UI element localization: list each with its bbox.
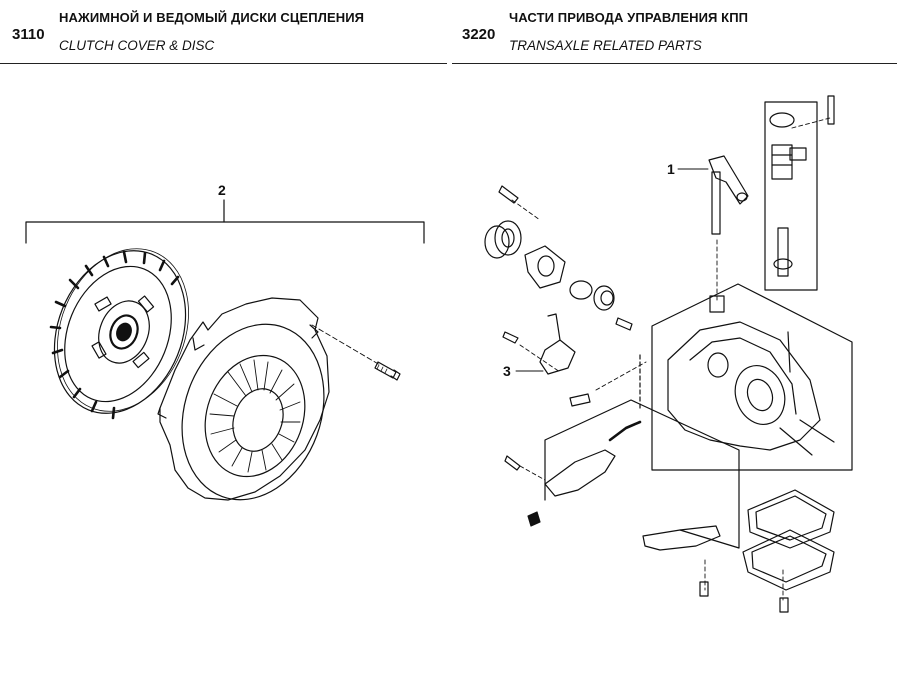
shield-plates-diagram[interactable] [504, 420, 721, 551]
callout-leaders [511, 117, 831, 601]
transaxle-frames [544, 101, 853, 549]
shift-lever-diagram[interactable] [708, 155, 749, 235]
callout-shift-lever[interactable]: 1 [667, 161, 675, 177]
section-title-ru: НАЖИМНОЙ И ВЕДОМЫЙ ДИСКИ СЦЕПЛЕНИЯ [59, 10, 365, 25]
section-header-clutch: 3110 НАЖИМНОЙ И ВЕДОМЫЙ ДИСКИ СЦЕПЛЕНИЯ … [0, 0, 447, 64]
clutch-cover-diagram[interactable] [157, 297, 348, 520]
oil-pan-diagram[interactable] [699, 489, 835, 613]
section-code: 3220 [462, 26, 496, 43]
callout-release-fork[interactable]: 3 [503, 363, 511, 379]
release-bearing-diagram[interactable] [484, 185, 615, 311]
clutch-bracket [25, 199, 425, 244]
section-header-transaxle: 3220 ЧАСТИ ПРИВОДА УПРАВЛЕНИЯ КПП TRANSA… [452, 0, 897, 64]
section-title-ru: ЧАСТИ ПРИВОДА УПРАВЛЕНИЯ КПП [509, 10, 749, 25]
section-title-en: CLUTCH COVER & DISC [59, 38, 215, 53]
transaxle-housing-diagram[interactable] [667, 295, 835, 456]
release-fork-diagram[interactable] [502, 313, 633, 407]
header-divider [0, 63, 447, 64]
callout-clutch-assembly[interactable]: 2 [218, 182, 226, 198]
clutch-disc-diagram[interactable] [31, 229, 212, 433]
header-divider [452, 63, 897, 64]
clutch-bolt-diagram[interactable] [311, 324, 401, 381]
selector-shaft-diagram[interactable] [769, 95, 835, 277]
section-code: 3110 [12, 26, 45, 43]
section-title-en: TRANSAXLE RELATED PARTS [509, 38, 702, 53]
